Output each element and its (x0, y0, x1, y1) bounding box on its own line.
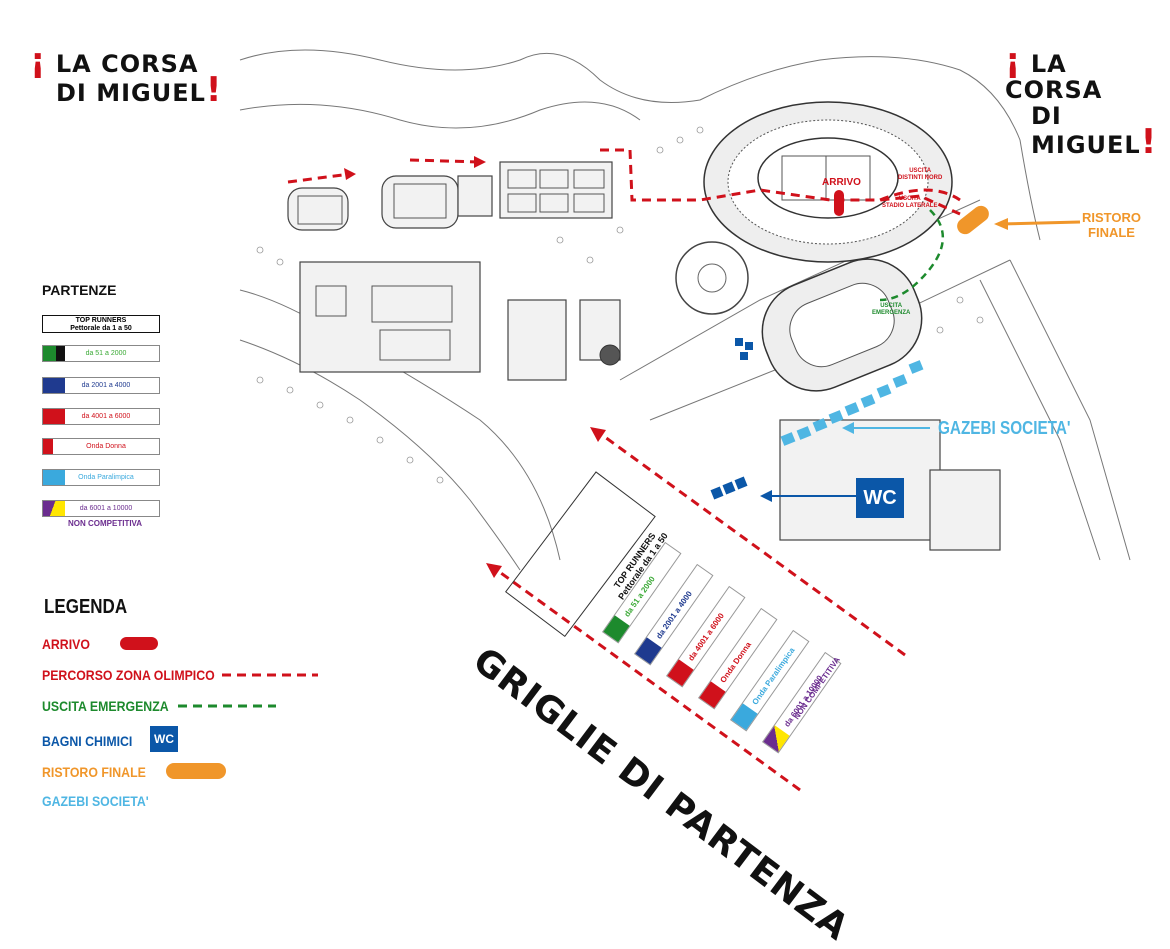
river-bank (239, 289, 561, 561)
arrow-head-2 (486, 563, 502, 578)
start-card-5: Onda Paralimpica (42, 469, 160, 486)
legenda-ristoro-finale: RISTORO FINALE (42, 764, 146, 780)
arrow-head-1 (590, 427, 606, 442)
gazebi-label: GAZEBI SOCIETA' (938, 418, 1071, 438)
uscita-emergenza-label: USCITA EMERGENZA (872, 303, 911, 316)
route-loop (879, 188, 961, 202)
legenda-wc-badge: WC (150, 726, 178, 752)
trees (256, 126, 984, 484)
tennis-court-1 (287, 187, 349, 231)
courts-small (457, 175, 493, 217)
road-outline-north-2 (239, 101, 641, 129)
legenda-arrivo: ARRIVO (42, 636, 90, 652)
road-outline-north (239, 49, 1041, 241)
east-road (979, 279, 1101, 561)
route-griglie-arrow (597, 430, 906, 657)
logo-right-line2: DI MIGUEL (1031, 102, 1141, 159)
top-runners-card: TOP RUNNERS Pettorale da 1 a 50 (42, 315, 160, 333)
uscita-laterale-label: USCITA STADIO LATERALE (882, 196, 938, 209)
start-card-3: da 4001 a 6000 (42, 408, 160, 425)
ristoro-label-line2: FINALE (1088, 225, 1135, 240)
legenda-percorso: PERCORSO ZONA OLIMPICO (42, 667, 215, 683)
building-b (507, 299, 567, 381)
ristoro-marker (957, 205, 989, 235)
stadio-olimpico (703, 101, 953, 263)
logo-left-line1: LA CORSA (55, 50, 199, 78)
site-map (120, 49, 1131, 792)
logo-right-line1: LA CORSA (1005, 50, 1103, 104)
legend-ristoro-sample (166, 763, 226, 779)
logo-left: ¡ LA CORSA DI MIGUEL! (30, 41, 223, 110)
start-card-4: Onda Donna (42, 438, 160, 455)
route-main (600, 148, 961, 216)
east-block (929, 469, 1001, 551)
east-road-2 (1009, 259, 1131, 561)
arrivo-label: ARRIVO (822, 177, 861, 188)
gazebi-row (780, 360, 924, 446)
route-segment-mid (409, 158, 481, 164)
emergency-exit-route (879, 209, 945, 302)
fountain (675, 241, 749, 315)
legenda-title: LEGENDA (44, 596, 128, 618)
legend-arrivo-sample (120, 637, 158, 650)
route-segment-north (287, 172, 351, 184)
legenda-uscita-emergenza: USCITA EMERGENZA (42, 698, 169, 714)
uscita-distinti-label: USCITA DISTINTI NORD (898, 168, 943, 181)
ristoro-label-line1: RISTORO (1082, 210, 1141, 225)
wc-icons-map (710, 338, 753, 500)
pool-complex (299, 261, 481, 373)
arrivo-marker (834, 190, 844, 216)
logo-left-line2: DI MIGUEL (56, 79, 206, 107)
non-competitiva-label: NON COMPETITIVA (68, 519, 143, 528)
start-card-2: da 2001 a 4000 (42, 377, 160, 394)
legenda-gazebi: GAZEBI SOCIETA' (42, 793, 149, 809)
start-card-1: da 51 a 2000 (42, 345, 160, 362)
route-griglie-arrow-2 (493, 566, 801, 792)
tennis-courts (499, 161, 613, 219)
partenze-title: PARTENZE (42, 282, 117, 298)
wc-map-badge: WC (856, 478, 904, 518)
river-bank-2 (239, 339, 521, 571)
start-card-6: da 6001 a 10000 (42, 500, 160, 517)
legenda-bagni-chimici: BAGNI CHIMICI (42, 733, 133, 749)
stadio-dei-marmi (761, 258, 923, 392)
top-runners-grid (505, 471, 656, 638)
ristoro-label: RISTORO FINALE (1082, 210, 1141, 240)
logo-right: ¡ LA CORSA DI MIGUEL! (1005, 41, 1158, 162)
